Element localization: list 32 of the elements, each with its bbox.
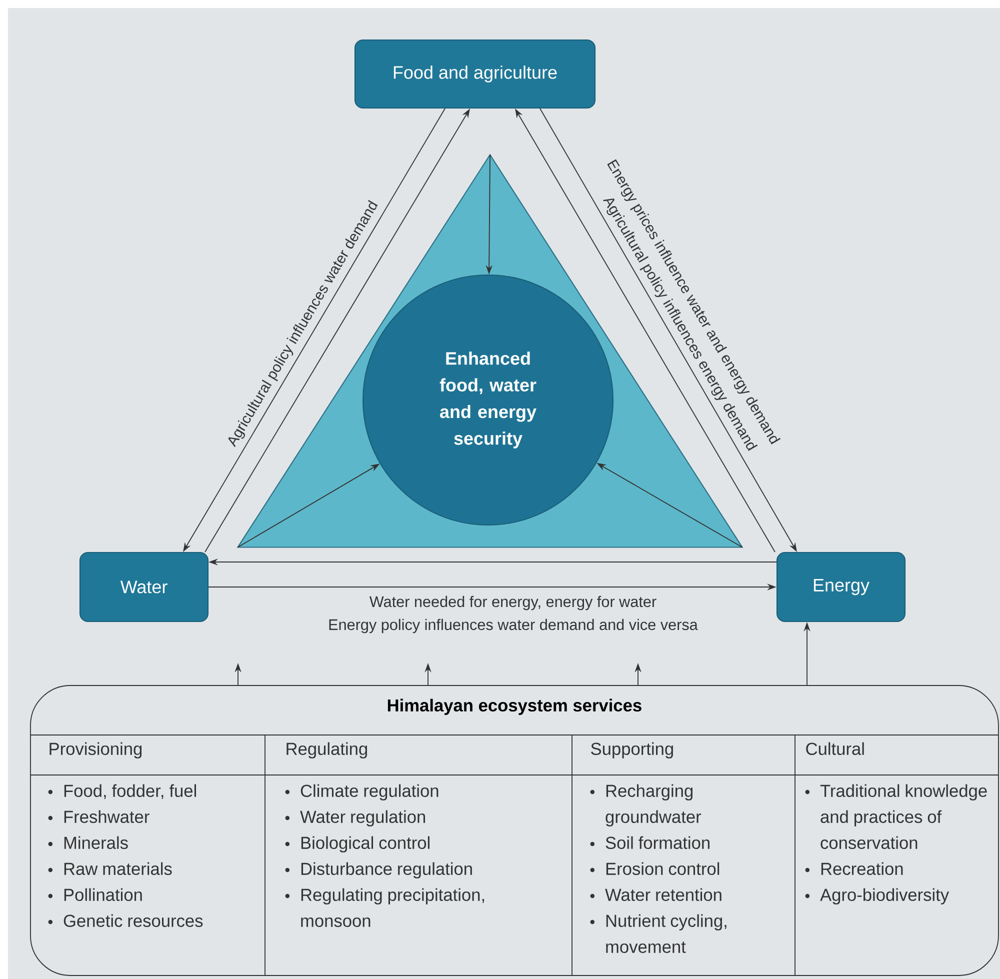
node-label: Disturbance regulation — [301, 862, 472, 878]
node-label: Soil formation — [606, 836, 710, 850]
process-box: Energy — [776, 552, 906, 622]
node-label: Provisioning — [50, 742, 142, 758]
node-label: Minerals — [64, 836, 128, 850]
process-box: Food and agriculture — [354, 39, 596, 109]
node-label: Erosion control — [606, 862, 720, 876]
node-label: Recreation — [821, 862, 903, 876]
service-column: Supporting Recharging groundwater Soil formation Erosion control Water retention Nutrient cycling, movement — [590, 742, 726, 953]
node-label: Water regulation — [300, 810, 426, 826]
node-label: Nutrient cycling, movement — [606, 914, 726, 954]
node-label: Recharging groundwater — [606, 784, 702, 826]
service-column: Cultural Traditional knowledge and practices of conservation Recreation Agro-biodiversity — [805, 742, 987, 904]
node-label: Supporting — [591, 742, 673, 758]
process-box: Water — [79, 552, 209, 622]
node-label: Regulating — [286, 742, 368, 758]
node-label: Climate regulation — [300, 784, 438, 800]
node-label: Regulating precipitation, monsoon — [301, 888, 484, 928]
note-text: Energy policy influences water demand and vice versa — [329, 618, 698, 634]
service-column: Regulating Climate regulation Water regulation Biological control Disturbance regulation Regulating precipitation, monsoon — [285, 742, 484, 927]
node-label: Raw materials — [64, 862, 172, 876]
node-label: Genetic resources — [64, 914, 203, 928]
node-label: Food, fodder, fuel — [64, 784, 196, 800]
node-label: Pollination — [64, 888, 142, 902]
node-label: Biological control — [301, 836, 430, 852]
node-label: Cultural — [806, 742, 864, 756]
node-label: Agro-biodiversity — [820, 888, 950, 904]
node-label: Water retention — [605, 888, 722, 902]
node-label: Traditional knowledge and practices of conservation — [820, 784, 987, 850]
service-column: Provisioning Food, fodder, fuel Freshwater Minerals Raw materials Pollination Genetic resources — [48, 742, 203, 927]
note-text: Water needed for energy, energy for water — [369, 596, 656, 610]
node-label: Freshwater — [64, 810, 150, 824]
